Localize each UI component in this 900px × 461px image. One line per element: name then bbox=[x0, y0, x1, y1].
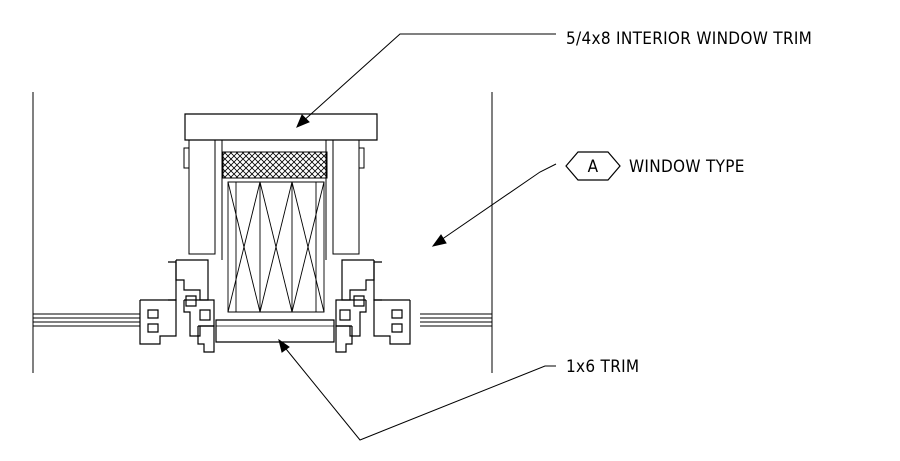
wall-lines bbox=[33, 92, 492, 373]
wall-bands bbox=[33, 314, 492, 326]
bottom-trim-board bbox=[216, 320, 334, 342]
bottom-trim-label: 1x6 TRIM bbox=[566, 357, 640, 377]
interior-window-trim-board bbox=[185, 114, 377, 140]
interior-trim-label: 5/4x8 INTERIOR WINDOW TRIM bbox=[566, 29, 813, 49]
left-frame-profile bbox=[140, 260, 214, 352]
jamb-posts bbox=[184, 140, 364, 260]
window-glazing-panels bbox=[228, 182, 324, 312]
window-head-hatch bbox=[223, 152, 327, 178]
window-type-label: WINDOW TYPE bbox=[629, 157, 745, 177]
leader-bottom-trim bbox=[279, 340, 556, 440]
leader-interior-trim bbox=[297, 34, 556, 127]
leader-window-type bbox=[433, 164, 556, 246]
window-type-tag-letter: A bbox=[587, 157, 599, 177]
window-type-tag-hexagon bbox=[566, 152, 620, 180]
right-frame-profile bbox=[336, 260, 410, 352]
